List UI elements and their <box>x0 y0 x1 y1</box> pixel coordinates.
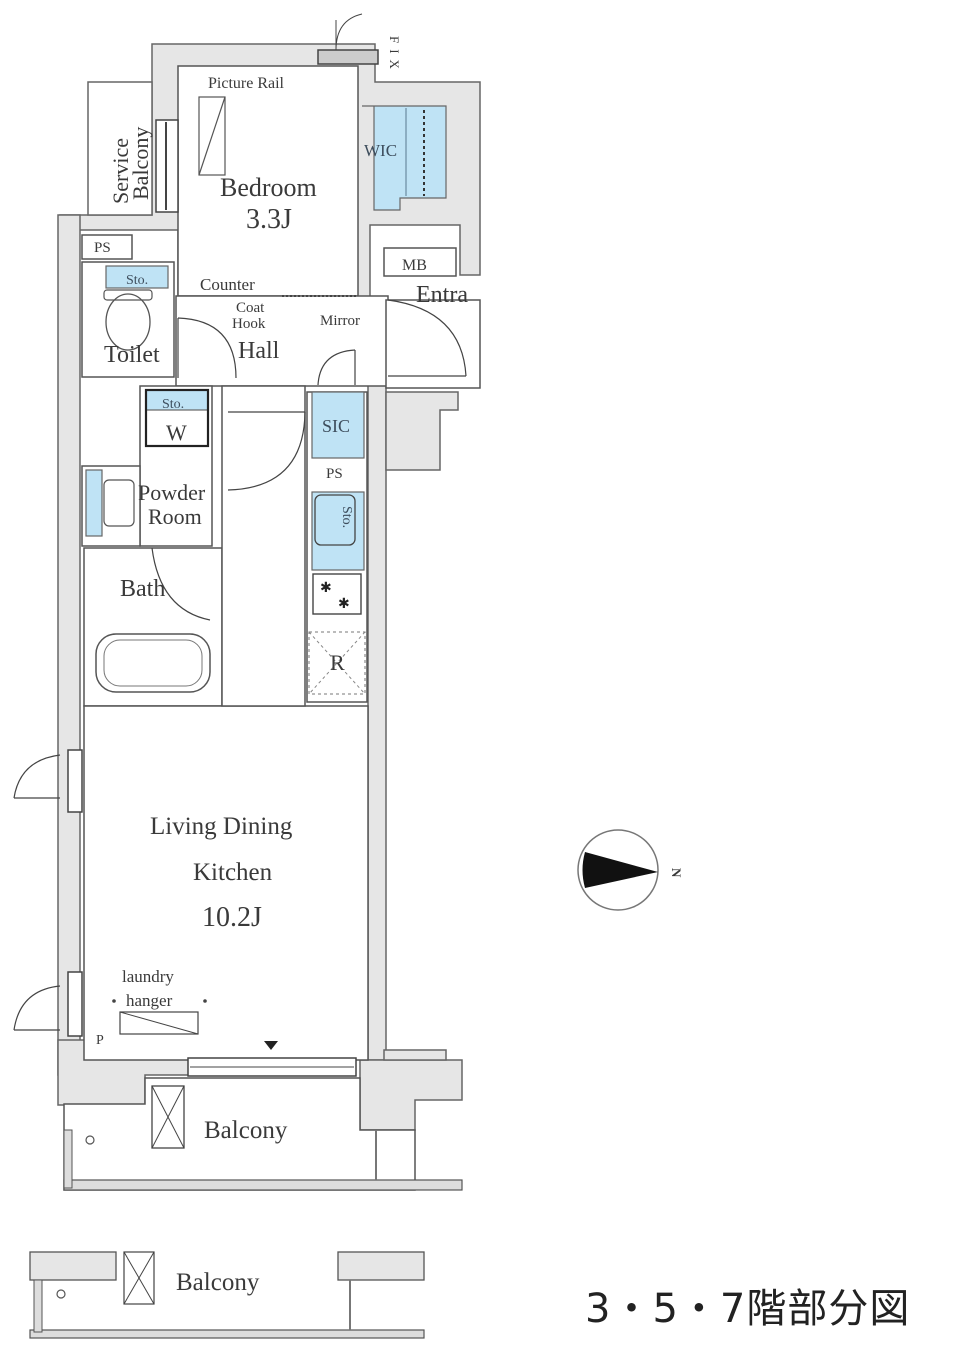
compass-n-label: N <box>669 868 684 878</box>
door-swings <box>13 299 467 1031</box>
powder-room-label-1: Powder <box>138 480 206 505</box>
refrigerator-label: R <box>330 650 345 675</box>
svg-text:✱: ✱ <box>320 580 332 596</box>
washer-storage-label: Sto. <box>162 397 184 412</box>
bedroom-size: 3.3J <box>246 204 292 235</box>
service-balcony-label-2: Balcony <box>128 127 153 200</box>
fix-label: FIX <box>387 36 402 75</box>
bedroom-label: Bedroom <box>220 173 317 202</box>
mirror-label: Mirror <box>320 313 360 329</box>
wic-label: WIC <box>364 141 397 160</box>
ldk-label-1: Living Dining <box>150 813 293 840</box>
powder-room-label-2: Room <box>148 504 202 529</box>
powder-room-area <box>139 385 213 547</box>
bath-area <box>83 547 223 707</box>
laundry-hanger-label-2: hanger <box>126 991 173 1010</box>
ldk-size: 10.2J <box>202 902 262 933</box>
toilet-label: Toilet <box>104 342 160 368</box>
laundry-hanger-label-1: laundry <box>122 967 174 986</box>
picture-rail-label: Picture Rail <box>208 75 285 92</box>
counter-label: Counter <box>200 275 255 294</box>
svg-text:✱: ✱ <box>338 596 350 612</box>
kitchen-storage <box>311 491 365 571</box>
ldk-label-2: Kitchen <box>193 859 273 886</box>
ldk-area <box>83 705 369 1061</box>
sic-label: SIC <box>322 416 350 436</box>
lower-balcony-label: Balcony <box>176 1269 260 1296</box>
coat-hook-label-2: Hook <box>232 316 266 332</box>
sic-area <box>311 391 365 459</box>
hall-area <box>175 295 389 387</box>
kitchen-storage-label: Sto. <box>339 506 354 528</box>
mb-label: MB <box>402 257 427 274</box>
storage-areas <box>85 105 447 571</box>
washer-label: W <box>166 420 187 445</box>
toilet-storage <box>105 265 169 289</box>
balcony-label: Balcony <box>204 1117 288 1144</box>
entrance-label: Entra <box>416 282 468 308</box>
floor-caption: 3・5・7階部分図 <box>585 1286 911 1332</box>
toilet-storage-label: Sto. <box>126 273 148 288</box>
bath-label: Bath <box>120 576 165 602</box>
service-balcony-label-1: Service <box>108 138 133 204</box>
compass-north-icon <box>577 829 659 911</box>
hall-label: Hall <box>238 338 280 364</box>
labels: Picture Rail Bedroom 3.3J WIC MB Entra P… <box>94 36 684 1296</box>
coat-hook-label-1: Coat <box>236 300 265 316</box>
pipe-label: P <box>96 1033 104 1048</box>
ps-label: PS <box>94 240 111 256</box>
kitchen-ps-label: PS <box>326 466 343 482</box>
